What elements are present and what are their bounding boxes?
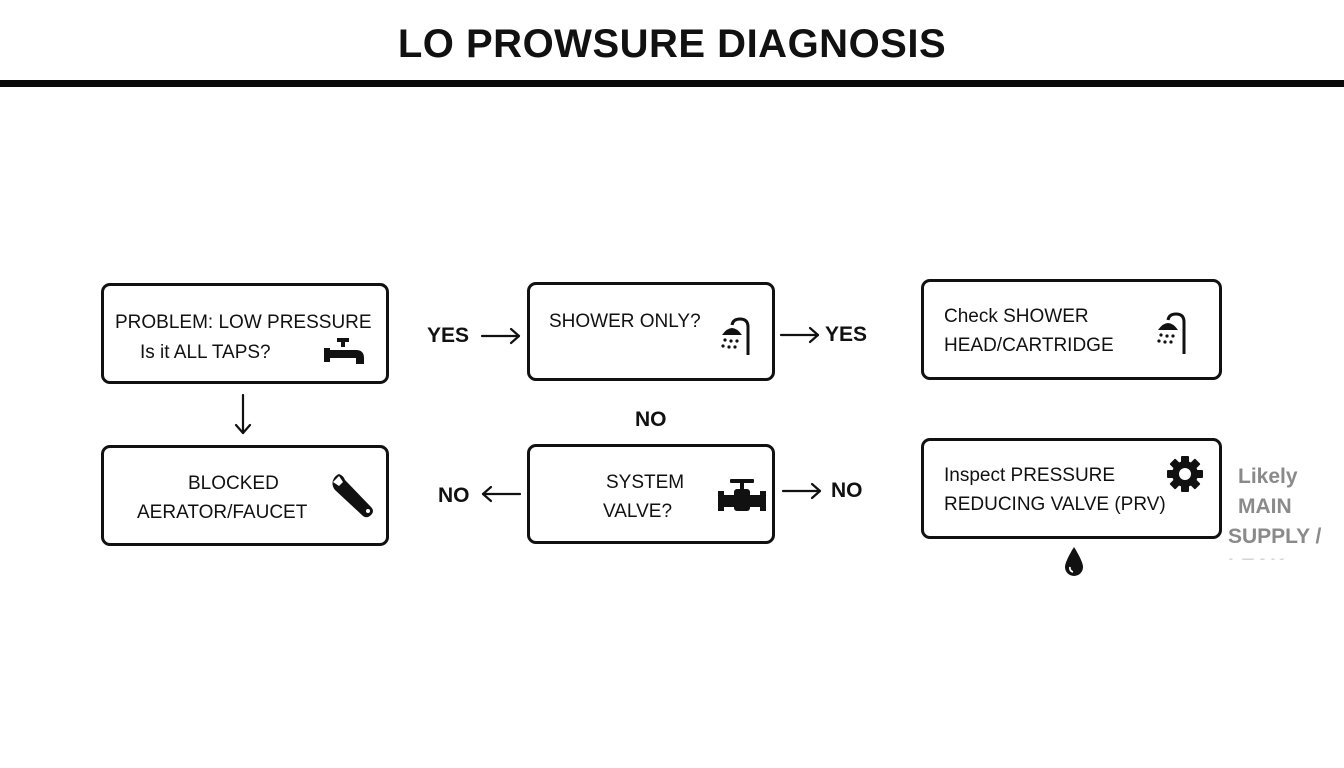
node-blocked-line1: BLOCKED xyxy=(188,473,279,494)
node-check-shower-line1: Check SHOWER xyxy=(944,306,1089,327)
node-problem-line2: Is it ALL TAPS? xyxy=(140,342,271,363)
node-check-shower-line2: HEAD/CARTRIDGE xyxy=(944,335,1114,356)
node-blocked: BLOCKED AERATOR/FAUCET xyxy=(101,445,389,546)
node-check-shower: Check SHOWER HEAD/CARTRIDGE xyxy=(921,279,1222,380)
edge-label-no-right: NO xyxy=(831,479,863,502)
gear-icon xyxy=(1167,456,1203,492)
page-title: LO PROWSURE DIAGNOSIS xyxy=(397,22,947,66)
side-note-line-4: LEAK xyxy=(1228,552,1344,560)
node-inspect-prv-line2: REDUCING VALVE (PRV) xyxy=(944,494,1166,515)
side-note-line-1: Likely xyxy=(1238,465,1298,488)
side-note-line-2: MAIN xyxy=(1238,495,1292,518)
water-drop-icon xyxy=(1065,547,1083,576)
node-shower-only-line1: SHOWER ONLY? xyxy=(549,311,701,332)
title-divider xyxy=(0,80,1344,87)
shower-icon xyxy=(1157,312,1186,354)
edge-label-yes-1: YES xyxy=(427,324,470,347)
arrow-valve-to-blocked xyxy=(481,485,522,503)
side-note-line-3: SUPPLY / xyxy=(1228,525,1322,548)
arrow-shower-to-check xyxy=(779,326,820,344)
node-inspect-prv-line1: Inspect PRESSURE xyxy=(944,465,1116,486)
wrench-icon xyxy=(332,474,373,518)
arrow-yes-to-shower xyxy=(480,327,521,345)
edge-label-no-left: NO xyxy=(438,484,470,507)
arrow-valve-to-prv xyxy=(781,482,822,500)
node-blocked-line2: AERATOR/FAUCET xyxy=(137,502,308,523)
node-system-valve: SYSTEM VALVE? xyxy=(527,444,775,544)
edge-label-no-middle: NO xyxy=(635,408,667,431)
node-shower-only: SHOWER ONLY? xyxy=(527,282,775,381)
valve-icon xyxy=(718,479,766,511)
node-problem: PROBLEM: LOW PRESSURE Is it ALL TAPS? xyxy=(101,283,389,384)
arrow-problem-down xyxy=(234,393,252,435)
side-note: Likely MAIN SUPPLY / LEAK xyxy=(1228,462,1344,560)
node-problem-line1: PROBLEM: LOW PRESSURE xyxy=(115,312,372,333)
faucet-icon xyxy=(324,338,364,364)
node-inspect-prv: Inspect PRESSURE REDUCING VALVE (PRV) xyxy=(921,438,1222,539)
shower-icon xyxy=(721,317,750,355)
edge-label-yes-2: YES xyxy=(825,323,868,346)
node-system-valve-line2: VALVE? xyxy=(603,501,673,522)
node-system-valve-line1: SYSTEM xyxy=(606,472,685,493)
